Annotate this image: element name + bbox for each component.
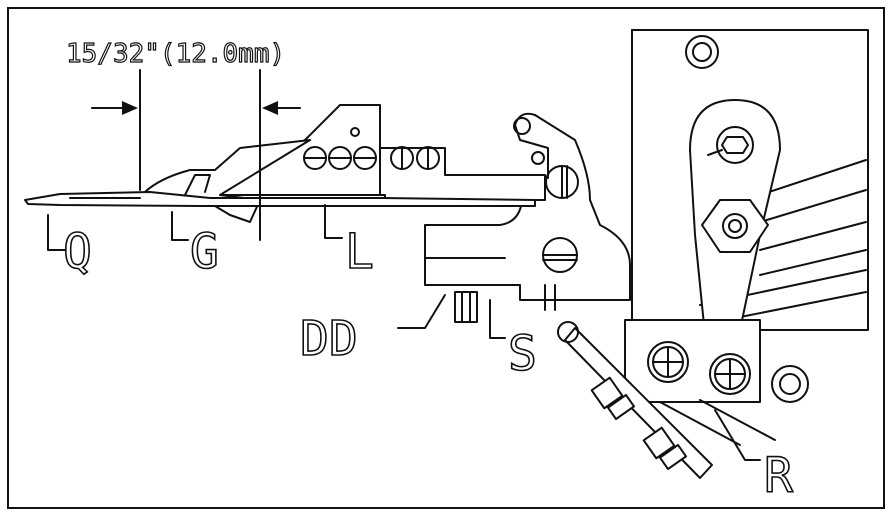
toe-g — [144, 139, 311, 223]
base-plate — [624, 319, 809, 446]
label-l: L — [345, 224, 374, 280]
hex-nut-icon — [701, 199, 769, 253]
diagonal-rod — [557, 321, 713, 479]
phillips-screw-icon — [709, 353, 751, 395]
label-dd: DD — [300, 311, 358, 367]
label-s: S — [508, 326, 537, 382]
presser-bracket — [424, 112, 631, 323]
diagram-frame — [7, 7, 885, 509]
label-r: R — [764, 448, 793, 504]
leader-lines — [47, 204, 761, 461]
dimension-marker — [91, 69, 301, 241]
adjusting-arm — [689, 99, 781, 336]
label-q: Q — [63, 224, 92, 280]
dimension-text: 15/32"(12.0mm) — [66, 39, 285, 69]
arrow-right-icon — [122, 101, 138, 115]
arrow-left-icon — [262, 101, 278, 115]
holder-l — [219, 104, 546, 201]
label-g: G — [190, 224, 219, 280]
phillips-screw-icon — [647, 341, 689, 383]
blade-q — [24, 191, 536, 207]
